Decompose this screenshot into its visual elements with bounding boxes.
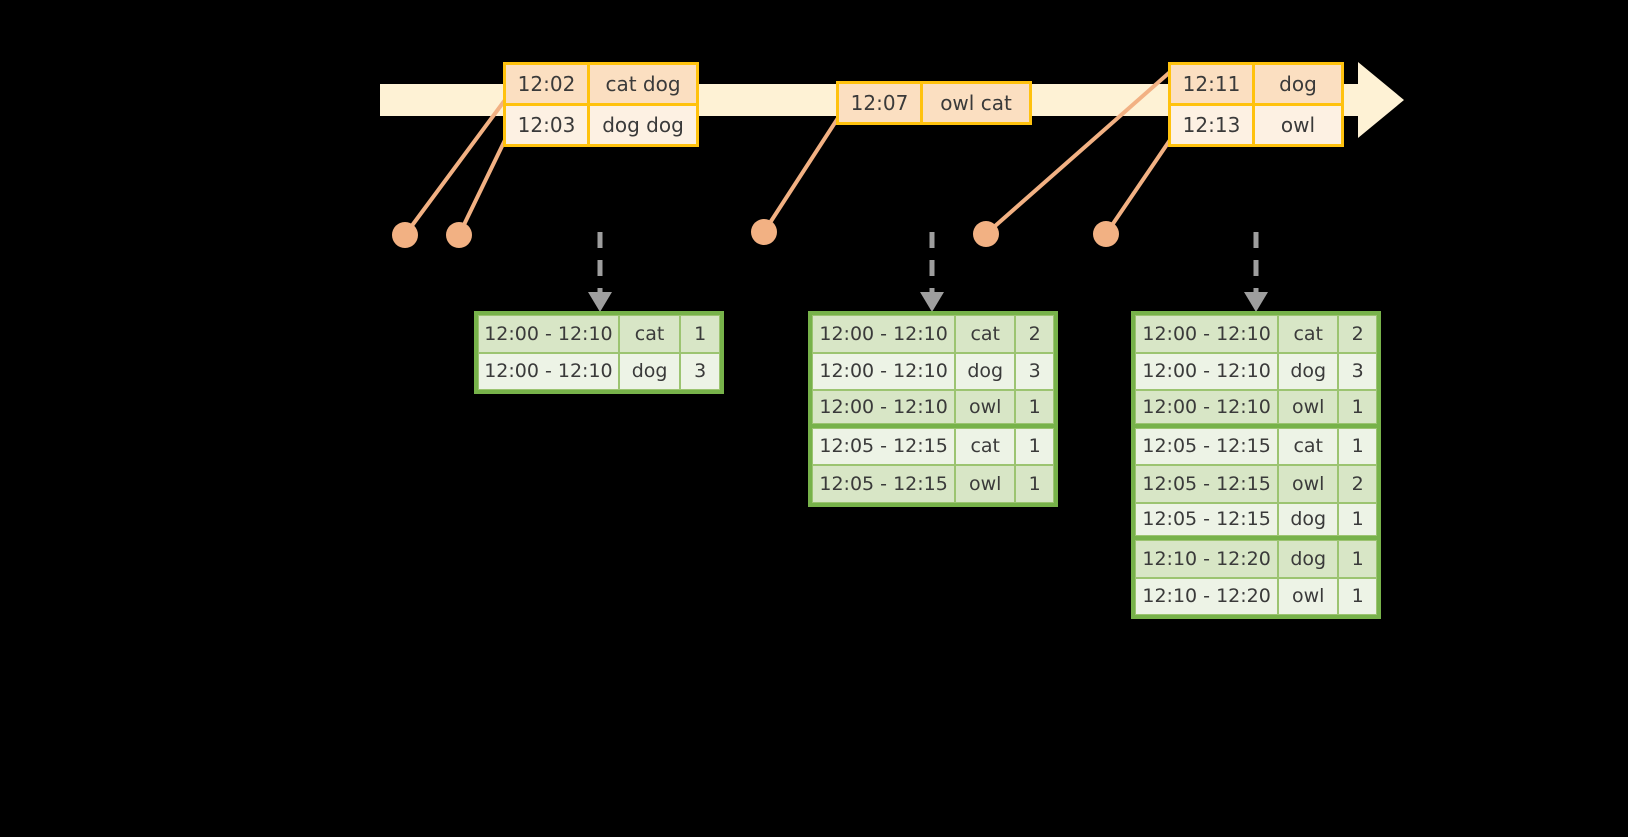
cell-count: 1 xyxy=(1338,427,1377,465)
connector-line-3 xyxy=(762,116,840,234)
cell-window: 12:00 - 12:10 xyxy=(1135,352,1279,390)
table-row[interactable]: 12:00 - 12:10 cat 2 xyxy=(1135,315,1377,353)
cell-count: 1 xyxy=(1338,502,1377,536)
cell-window: 12:05 - 12:15 xyxy=(812,465,956,503)
event-payload: dog dog xyxy=(590,106,696,144)
connector-dot-3 xyxy=(751,219,777,245)
event-time: 12:11 xyxy=(1171,65,1255,103)
cell-count: 1 xyxy=(1338,577,1377,615)
cell-count: 2 xyxy=(1338,315,1377,353)
timeline-event-group-3[interactable]: 12:11 dog 12:13 owl xyxy=(1168,62,1344,147)
cell-window: 12:00 - 12:10 xyxy=(478,315,619,353)
cell-count: 1 xyxy=(1338,540,1377,578)
connector-dot-4 xyxy=(973,221,999,247)
cell-key: dog xyxy=(955,352,1016,390)
cell-key: cat xyxy=(1278,315,1339,353)
dashed-arrow-3 xyxy=(1244,232,1268,312)
cell-count: 2 xyxy=(1338,465,1377,503)
table-row[interactable]: 12:00 - 12:10 cat 1 xyxy=(478,315,721,353)
cell-window: 12:05 - 12:15 xyxy=(1135,465,1279,503)
cell-count: 1 xyxy=(1015,427,1054,465)
connector-dot-2 xyxy=(446,222,472,248)
timeline-event-row[interactable]: 12:02 cat dog xyxy=(506,65,696,103)
table-row[interactable]: 12:05 - 12:15 owl 2 xyxy=(1135,465,1377,503)
table-row[interactable]: 12:00 - 12:10 cat 2 xyxy=(812,315,1054,353)
timeline-event-row[interactable]: 12:11 dog xyxy=(1171,65,1341,103)
dashed-arrows xyxy=(588,232,1268,312)
cell-window: 12:00 - 12:10 xyxy=(812,352,956,390)
timeline-event-row[interactable]: 12:07 owl cat xyxy=(839,84,1029,122)
cell-count: 1 xyxy=(1015,465,1054,503)
table-row[interactable]: 12:00 - 12:10 owl 1 xyxy=(1135,390,1377,428)
window-result-table-1[interactable]: 12:00 - 12:10 cat 1 12:00 - 12:10 dog 3 xyxy=(474,311,724,394)
dashed-arrow-2 xyxy=(920,232,944,312)
connector-dot-1 xyxy=(392,222,418,248)
cell-window: 12:10 - 12:20 xyxy=(1135,540,1279,578)
cell-key: cat xyxy=(955,427,1016,465)
table-row[interactable]: 12:00 - 12:10 dog 3 xyxy=(812,352,1054,390)
cell-key: dog xyxy=(618,352,681,390)
cell-window: 12:00 - 12:10 xyxy=(812,390,956,424)
window-result-table-2[interactable]: 12:00 - 12:10 cat 2 12:00 - 12:10 dog 3 … xyxy=(808,311,1058,507)
cell-count: 3 xyxy=(680,352,721,390)
cell-window: 12:00 - 12:10 xyxy=(478,352,619,390)
cell-key: owl xyxy=(1278,390,1339,424)
cell-count: 1 xyxy=(680,315,721,353)
event-time: 12:13 xyxy=(1171,106,1255,144)
timeline-event-row[interactable]: 12:03 dog dog xyxy=(506,103,696,144)
cell-key: dog xyxy=(1278,352,1339,390)
event-time: 12:03 xyxy=(506,106,590,144)
event-payload: dog xyxy=(1255,65,1341,103)
connector-line-5 xyxy=(1104,138,1172,236)
table-row[interactable]: 12:00 - 12:10 owl 1 xyxy=(812,390,1054,428)
event-payload: cat dog xyxy=(590,65,696,103)
cell-key: owl xyxy=(955,465,1016,503)
cell-key: owl xyxy=(955,390,1016,424)
table-row[interactable]: 12:05 - 12:15 cat 1 xyxy=(812,427,1054,465)
event-payload: owl cat xyxy=(923,84,1029,122)
cell-window: 12:05 - 12:15 xyxy=(1135,502,1279,536)
window-result-table-3[interactable]: 12:00 - 12:10 cat 2 12:00 - 12:10 dog 3 … xyxy=(1131,311,1381,619)
event-time: 12:02 xyxy=(506,65,590,103)
cell-window: 12:00 - 12:10 xyxy=(1135,390,1279,424)
cell-count: 3 xyxy=(1015,352,1054,390)
connector-line-1 xyxy=(403,98,507,237)
timeline-event-group-1[interactable]: 12:02 cat dog 12:03 dog dog xyxy=(503,62,699,147)
timeline-event-group-2[interactable]: 12:07 owl cat xyxy=(836,81,1032,125)
connector-line-2 xyxy=(457,138,507,237)
cell-key: cat xyxy=(618,315,681,353)
cell-window: 12:05 - 12:15 xyxy=(1135,427,1279,465)
cell-window: 12:05 - 12:15 xyxy=(812,427,956,465)
timeline-event-row[interactable]: 12:13 owl xyxy=(1171,103,1341,144)
table-row[interactable]: 12:10 - 12:20 owl 1 xyxy=(1135,577,1377,615)
table-row[interactable]: 12:00 - 12:10 dog 3 xyxy=(478,352,721,390)
table-row[interactable]: 12:05 - 12:15 cat 1 xyxy=(1135,427,1377,465)
event-time: 12:07 xyxy=(839,84,923,122)
table-row[interactable]: 12:10 - 12:20 dog 1 xyxy=(1135,540,1377,578)
cell-count: 1 xyxy=(1338,390,1377,424)
dashed-arrow-1 xyxy=(588,232,612,312)
table-row[interactable]: 12:05 - 12:15 dog 1 xyxy=(1135,502,1377,540)
cell-window: 12:10 - 12:20 xyxy=(1135,577,1279,615)
cell-window: 12:00 - 12:10 xyxy=(812,315,956,353)
connector-dots xyxy=(392,219,1119,248)
cell-count: 3 xyxy=(1338,352,1377,390)
cell-key: dog xyxy=(1278,540,1339,578)
cell-count: 2 xyxy=(1015,315,1054,353)
cell-window: 12:00 - 12:10 xyxy=(1135,315,1279,353)
event-payload: owl xyxy=(1255,106,1341,144)
cell-key: owl xyxy=(1278,577,1339,615)
table-row[interactable]: 12:00 - 12:10 dog 3 xyxy=(1135,352,1377,390)
cell-key: dog xyxy=(1278,502,1339,536)
cell-key: cat xyxy=(955,315,1016,353)
table-row[interactable]: 12:05 - 12:15 owl 1 xyxy=(812,465,1054,503)
cell-count: 1 xyxy=(1015,390,1054,424)
cell-key: owl xyxy=(1278,465,1339,503)
connector-dot-5 xyxy=(1093,221,1119,247)
cell-key: cat xyxy=(1278,427,1339,465)
